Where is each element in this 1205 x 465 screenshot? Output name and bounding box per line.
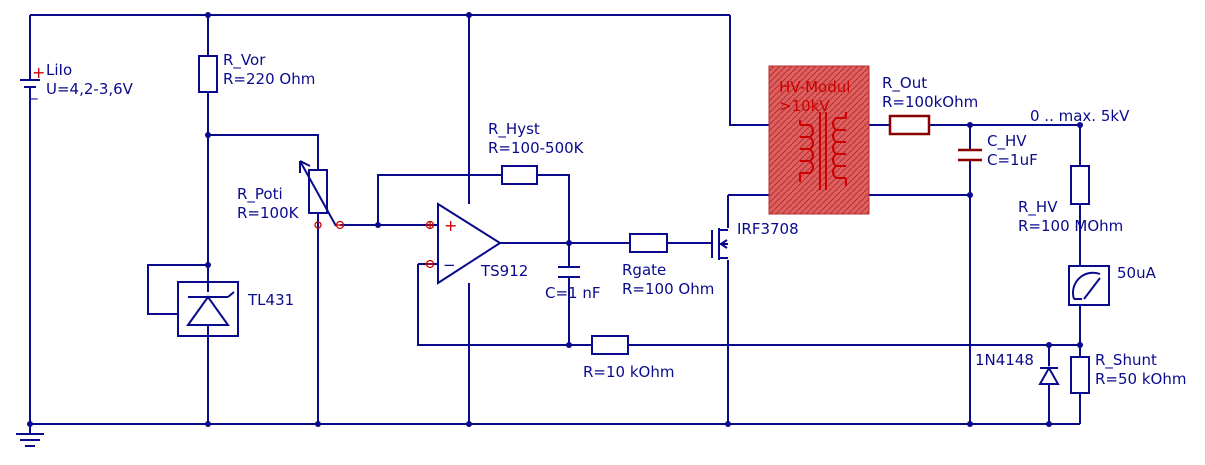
battery-minus-sign: _ <box>29 82 38 101</box>
capacitor-c-hv: C_HV C=1uF <box>958 132 1038 169</box>
ammeter-50ua: 50uA <box>1068 264 1157 306</box>
output-voltage-label: 0 .. max. 5kV <box>1030 107 1130 125</box>
resistor-r-shunt: R_Shunt R=50 kOhm <box>1070 351 1186 394</box>
feedback-resistor-value: R=10 kOhm <box>583 363 674 381</box>
c-hv-name: C_HV <box>987 132 1027 151</box>
capacitor-filter: C=1 nF <box>545 266 601 302</box>
filter-cap-value: C=1 nF <box>545 284 601 302</box>
mosfet-name: IRF3708 <box>737 220 799 238</box>
battery: + _ LiIo U=4,2-3,6V <box>20 61 134 101</box>
ground-symbol <box>16 424 44 447</box>
r-shunt-value: R=50 kOhm <box>1095 370 1186 388</box>
r-hv-name: R_HV <box>1018 198 1058 217</box>
potentiometer-r-poti: R_Poti R=100K <box>237 160 345 230</box>
battery-value: U=4,2-3,6V <box>46 80 134 98</box>
tl431-reference: TL431 <box>177 281 294 337</box>
resistor-feedback: R=10 kOhm <box>583 335 674 381</box>
resistor-r-out: R_Out R=100kOhm <box>882 74 978 136</box>
mosfet-irf3708: IRF3708 <box>711 220 799 260</box>
hv-module-name: HV-Modul <box>779 78 850 96</box>
resistor-r-hv: R_HV R=100 MOhm <box>1018 165 1123 235</box>
hv-module: HV-Modul >10kV <box>768 65 870 215</box>
r-out-value: R=100kOhm <box>882 93 978 111</box>
transformer-icon <box>799 112 847 190</box>
r-hyst-value: R=100-500K <box>488 139 585 157</box>
r-shunt-name: R_Shunt <box>1095 351 1157 370</box>
junction-dots <box>27 12 1083 427</box>
r-gate-value: R=100 Ohm <box>622 280 714 298</box>
meter-value: 50uA <box>1117 264 1157 282</box>
r-hyst-name: R_Hyst <box>488 120 540 139</box>
tl431-name: TL431 <box>247 291 294 309</box>
battery-plus-sign: + <box>32 63 45 82</box>
c-hv-value: C=1uF <box>987 151 1038 169</box>
r-poti-name: R_Poti <box>237 185 283 204</box>
diode-1n4148: 1N4148 <box>975 351 1060 385</box>
meter-dial-icon <box>1072 271 1101 300</box>
opamp-name: TS912 <box>480 262 528 280</box>
r-poti-value: R=100K <box>237 204 300 222</box>
r-gate-name: Rgate <box>622 261 666 279</box>
hv-module-value: >10kV <box>779 97 830 115</box>
r-vor-value: R=220 Ohm <box>223 70 315 88</box>
diode-name: 1N4148 <box>975 351 1034 369</box>
r-out-name: R_Out <box>882 74 927 93</box>
r-hv-value: R=100 MOhm <box>1018 217 1123 235</box>
resistor-r-gate: Rgate R=100 Ohm <box>622 233 714 298</box>
opamp-plus-sign: + <box>444 216 457 235</box>
resistor-r-vor: R_Vor R=220 Ohm <box>198 51 315 93</box>
r-vor-name: R_Vor <box>223 51 266 70</box>
opamp-minus-sign: − <box>443 256 456 274</box>
resistor-r-hyst: R_Hyst R=100-500K <box>488 120 585 185</box>
battery-name: LiIo <box>46 61 72 79</box>
opamp-ts912: + − TS912 <box>418 202 528 285</box>
